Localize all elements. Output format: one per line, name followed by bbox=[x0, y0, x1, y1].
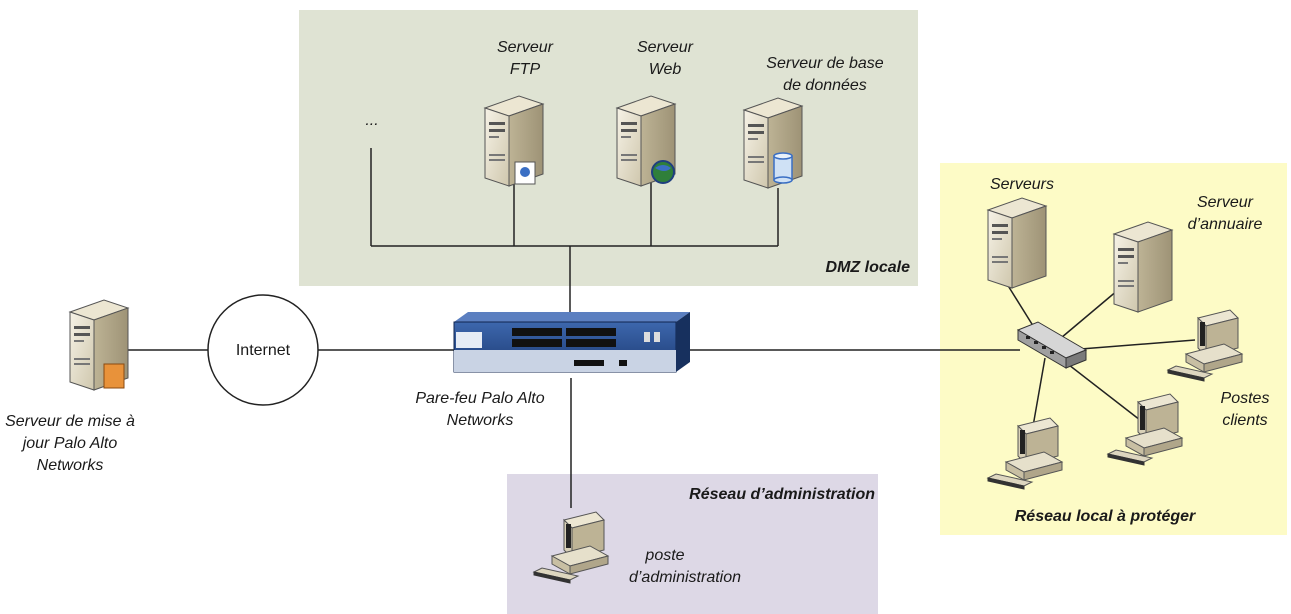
admin-workstation-label: poste d’administration bbox=[628, 547, 742, 586]
ftp-server-label: Serveur FTP bbox=[496, 39, 554, 78]
dmz-zone bbox=[299, 10, 918, 286]
internet-node bbox=[207, 294, 319, 406]
connections bbox=[128, 148, 1196, 508]
web-server-label: Serveur Web bbox=[636, 39, 694, 78]
switch-icon bbox=[1016, 321, 1088, 369]
firewall-appliance-icon bbox=[453, 312, 690, 373]
internet-label: Internet bbox=[235, 342, 291, 359]
dmz-zone-title: DMZ locale bbox=[825, 259, 910, 276]
web-server-icon bbox=[616, 95, 676, 187]
database-server-icon bbox=[743, 97, 803, 189]
directory-server-icon bbox=[1113, 221, 1173, 313]
servers-label: Serveurs bbox=[989, 176, 1055, 193]
update-server-label: Serveur de mise à jour Palo Alto Network… bbox=[5, 413, 135, 474]
directory-server-label: Serveur d’annuaire bbox=[1187, 194, 1263, 233]
local-network-zone-title: Réseau local à protéger bbox=[1014, 508, 1196, 525]
admin-network-zone-title: Réseau d’administration bbox=[689, 486, 875, 503]
servers-icon bbox=[987, 197, 1047, 289]
database-server-label: Serveur de base de données bbox=[766, 55, 884, 94]
dmz-ellipsis: ... bbox=[365, 112, 379, 129]
clients-label: Postes clients bbox=[1220, 390, 1270, 429]
ftp-server-icon bbox=[484, 95, 544, 187]
update-server-icon bbox=[69, 299, 129, 391]
firewall-label: Pare-feu Palo Alto Networks bbox=[415, 390, 545, 429]
